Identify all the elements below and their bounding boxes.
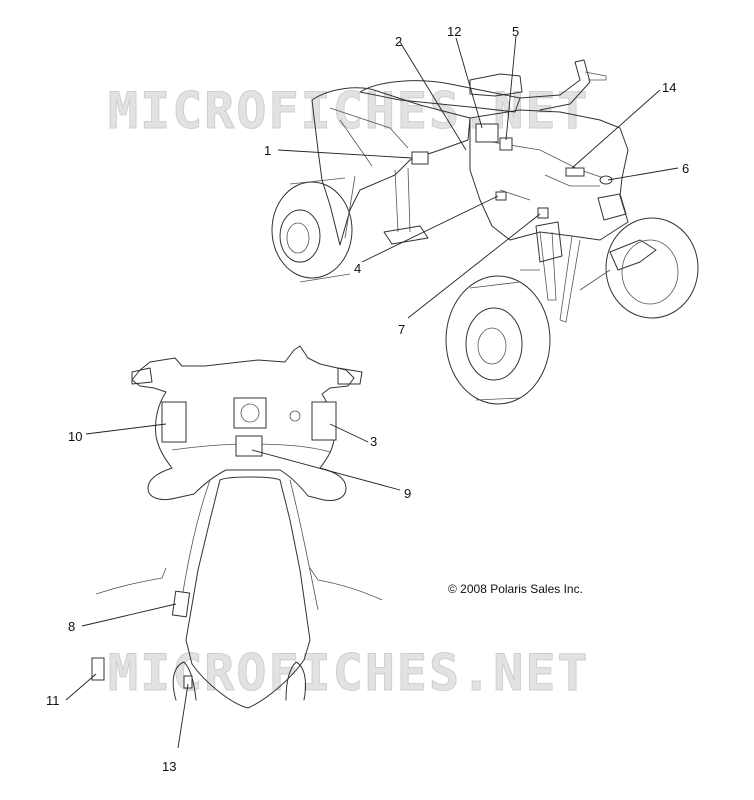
decal-13 xyxy=(183,675,193,689)
decal-7 xyxy=(537,207,549,219)
callout-9: 9 xyxy=(404,486,411,501)
callout-6: 6 xyxy=(682,161,689,176)
callout-1: 1 xyxy=(264,143,271,158)
seat-outline xyxy=(185,476,311,709)
handlebar xyxy=(519,59,591,111)
decal-10 xyxy=(161,401,187,443)
decal-14 xyxy=(565,167,585,177)
decal-1 xyxy=(411,151,429,165)
callout-5: 5 xyxy=(512,24,519,39)
rear-fender xyxy=(311,87,471,246)
decal-6 xyxy=(599,175,613,185)
decal-11 xyxy=(91,657,105,681)
leader-lines xyxy=(65,35,679,749)
callout-7: 7 xyxy=(398,322,405,337)
seat xyxy=(359,80,521,113)
decals-perspective xyxy=(411,123,613,219)
decal-3 xyxy=(311,401,337,441)
callout-2: 2 xyxy=(395,34,402,49)
copyright-notice: © 2008 Polaris Sales Inc. xyxy=(448,582,583,596)
callout-10: 10 xyxy=(68,429,82,444)
rear-fender-outline xyxy=(172,661,307,701)
callout-12: 12 xyxy=(447,24,461,39)
callout-14: 14 xyxy=(662,80,676,95)
decal-12-2 xyxy=(475,123,499,143)
decal-4 xyxy=(495,191,507,201)
callout-4: 4 xyxy=(354,261,361,276)
callout-labels: 1 2 3 4 5 6 7 8 9 10 11 12 13 14 xyxy=(46,24,689,774)
decal-8 xyxy=(171,590,191,618)
callout-11: 11 xyxy=(46,693,60,708)
atv-perspective-view xyxy=(271,59,699,405)
watermark-top: MICROFICHES.NET xyxy=(108,82,590,140)
front-body xyxy=(469,109,629,241)
callout-13: 13 xyxy=(162,759,176,774)
watermark-bottom: MICROFICHES.NET xyxy=(108,644,590,702)
rear-left-wheel xyxy=(271,177,353,283)
callout-8: 8 xyxy=(68,619,75,634)
callout-3: 3 xyxy=(370,434,377,449)
atv-top-view xyxy=(91,345,383,709)
front-right-wheel xyxy=(605,217,699,319)
front-left-wheel xyxy=(445,275,551,405)
decal-9 xyxy=(235,435,263,457)
